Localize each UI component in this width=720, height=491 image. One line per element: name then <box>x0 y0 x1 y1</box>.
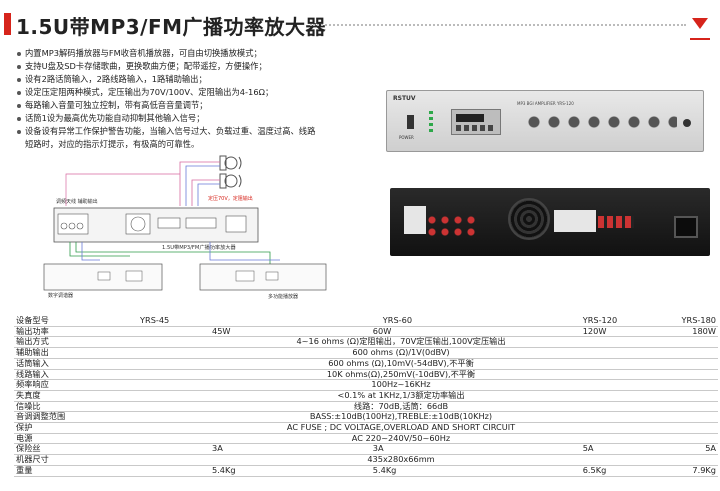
model-column-header: YRS-60 <box>282 315 453 327</box>
row-label: 重量 <box>14 465 84 477</box>
row-label: 音调调整范围 <box>14 412 84 424</box>
power-switch <box>407 115 414 129</box>
headphone-jack <box>683 119 691 127</box>
speaker-icon <box>219 155 242 171</box>
power-socket <box>674 216 698 238</box>
speaker-icon <box>219 173 242 189</box>
table-cell: 45W <box>84 326 283 338</box>
cooling-fan <box>508 198 550 240</box>
row-label: 话筒输入 <box>14 358 84 370</box>
table-row: 保险丝 3A 3A 5A 5A <box>14 444 718 456</box>
amplifier-label: 1.5U带MP3/FM广播功率放大器 <box>162 243 236 251</box>
table-cell: AC FUSE ; DC VOLTAGE,OVERLOAD AND SHORT … <box>84 422 718 434</box>
row-label: 辅助输出 <box>14 347 84 359</box>
table-cell: 7.9Kg <box>668 465 718 477</box>
feature-item: 内置MP3解码播放器与FM收音机播放器，可自由切换播放模式； <box>16 47 376 60</box>
table-cell: 10K ohms(Ω),250mV(-10dBV),不平衡 <box>84 369 718 381</box>
tuner-label: 数字调谐器 <box>48 292 73 299</box>
table-row: 输出功率 45W 60W 120W 180W <box>14 326 718 338</box>
title-accent-mark <box>4 13 11 35</box>
connection-diagram: 定压70V，定阻输出 调频天线 辅助输出 1.5U带MP3/FM广播功率放大器 … <box>43 155 327 300</box>
input-label: 调频天线 辅助输出 <box>56 198 98 205</box>
table-cell: 600 ohms (Ω),10mV(-54dBV),不平衡 <box>84 358 718 370</box>
model-column-header: YRS-45 <box>84 315 283 327</box>
power-label: POWER <box>399 135 414 140</box>
row-label: 线路输入 <box>14 369 84 381</box>
table-cell: 线路：70dB,话筒：66dB <box>84 401 718 413</box>
table-cell: 4~16 ohms (Ω)定阻输出，70V定压输出,100V定压输出 <box>84 337 718 349</box>
feature-item: 设定压定阻两种模式，定压输出为70V/100V、定阻输出为4-16Ω； <box>16 86 376 99</box>
table-cell: 3A <box>282 444 453 456</box>
input-jacks <box>426 214 478 238</box>
table-cell: 60W <box>282 326 453 338</box>
player-label: 多功能播放器 <box>268 293 298 300</box>
row-label: 信噪比 <box>14 401 84 413</box>
table-cell: 3A <box>84 444 283 456</box>
table-cell: 5.4Kg <box>84 465 283 477</box>
row-label: 电源 <box>14 433 84 445</box>
brand-logo: RSTUV <box>393 95 416 102</box>
page-title: 1.5U带MP3/FM广播功率放大器 <box>16 15 327 39</box>
table-cell: 6.5Kg <box>452 465 669 477</box>
table-cell: <0.1% at 1KHz,1/3额定功率输出 <box>84 390 718 402</box>
spec-table: 设备型号 YRS-45 YRS-60 YRS-120 YRS-180 输出功率 … <box>14 315 718 477</box>
feature-list: 内置MP3解码播放器与FM收音机播放器，可自由切换播放模式； 支持U盘及SD卡存… <box>16 47 376 151</box>
feature-item: 设备设有异常工作保护警告功能，当输入信号过大、负载过重、温度过高、线路 <box>16 125 376 138</box>
arrow-underline <box>690 38 710 40</box>
front-panel-photo: RSTUV POWER MP3 BGI AMPLIFIER YRS-120 <box>386 90 704 152</box>
volume-knobs <box>527 115 677 129</box>
row-label: 输出方式 <box>14 337 84 349</box>
chevron-down-icon <box>692 18 708 29</box>
table-header-row: 设备型号 YRS-45 YRS-60 YRS-120 YRS-180 <box>14 315 718 327</box>
model-text: MP3 BGI AMPLIFIER YRS-120 <box>517 101 574 106</box>
table-row: 失真度<0.1% at 1KHz,1/3额定功率输出 <box>14 390 718 402</box>
mp3-display <box>451 109 501 135</box>
label-plate <box>404 206 426 234</box>
model-column-header: YRS-120 <box>452 315 669 327</box>
led-indicators <box>429 111 433 135</box>
row-label: 频率响应 <box>14 379 84 391</box>
table-cell: 600 ohms (Ω)/1V(0dBV) <box>84 347 718 359</box>
table-cell: 5A <box>668 444 718 456</box>
warning-plate <box>554 210 596 232</box>
speaker-terminals <box>598 216 634 228</box>
row-label: 失真度 <box>14 390 84 402</box>
table-cell: 5.4Kg <box>282 465 453 477</box>
table-cell: BASS:±10dB(100Hz),TREBLE:±10dB(10KHz) <box>84 412 718 424</box>
feature-item: 每路输入音量可独立控制，带有高低音音量调节； <box>16 99 376 112</box>
table-row: 重量 5.4Kg 5.4Kg 6.5Kg 7.9Kg <box>14 465 718 477</box>
row-label: 机器尺寸 <box>14 454 84 466</box>
feature-item: 设有2路话筒输入，2路线路输入，1路辅助输出； <box>16 73 376 86</box>
row-label: 保护 <box>14 422 84 434</box>
row-label: 输出功率 <box>14 326 84 338</box>
table-header-label: 设备型号 <box>14 315 84 327</box>
player-device <box>199 263 327 291</box>
table-cell: 100Hz~16KHz <box>84 379 718 391</box>
speaker-output-label: 定压70V，定阻输出 <box>208 195 253 202</box>
feature-item: 支持U盘及SD卡存储歌曲，更换歌曲方便；配带遥控，方便操作； <box>16 60 376 73</box>
feature-item-continued: 短路时，对应的指示灯提示，有极高的可靠性。 <box>25 139 200 149</box>
rear-panel-photo <box>390 188 710 256</box>
table-row: 信噪比线路：70dB,话筒：66dB <box>14 401 718 413</box>
model-column-header: YRS-180 <box>668 315 718 327</box>
table-cell: 120W <box>452 326 669 338</box>
table-cell: AC 220~240V/50~60Hz <box>84 433 718 445</box>
table-cell: 5A <box>452 444 669 456</box>
title-bar: 1.5U带MP3/FM广播功率放大器 <box>0 8 720 40</box>
row-label: 保险丝 <box>14 444 84 456</box>
title-divider <box>310 24 686 26</box>
feature-item: 话筒1设为最高优先功能自动抑制其他输入信号； <box>16 112 376 125</box>
table-cell: 435x280x66mm <box>84 454 718 466</box>
table-cell: 180W <box>668 326 718 338</box>
